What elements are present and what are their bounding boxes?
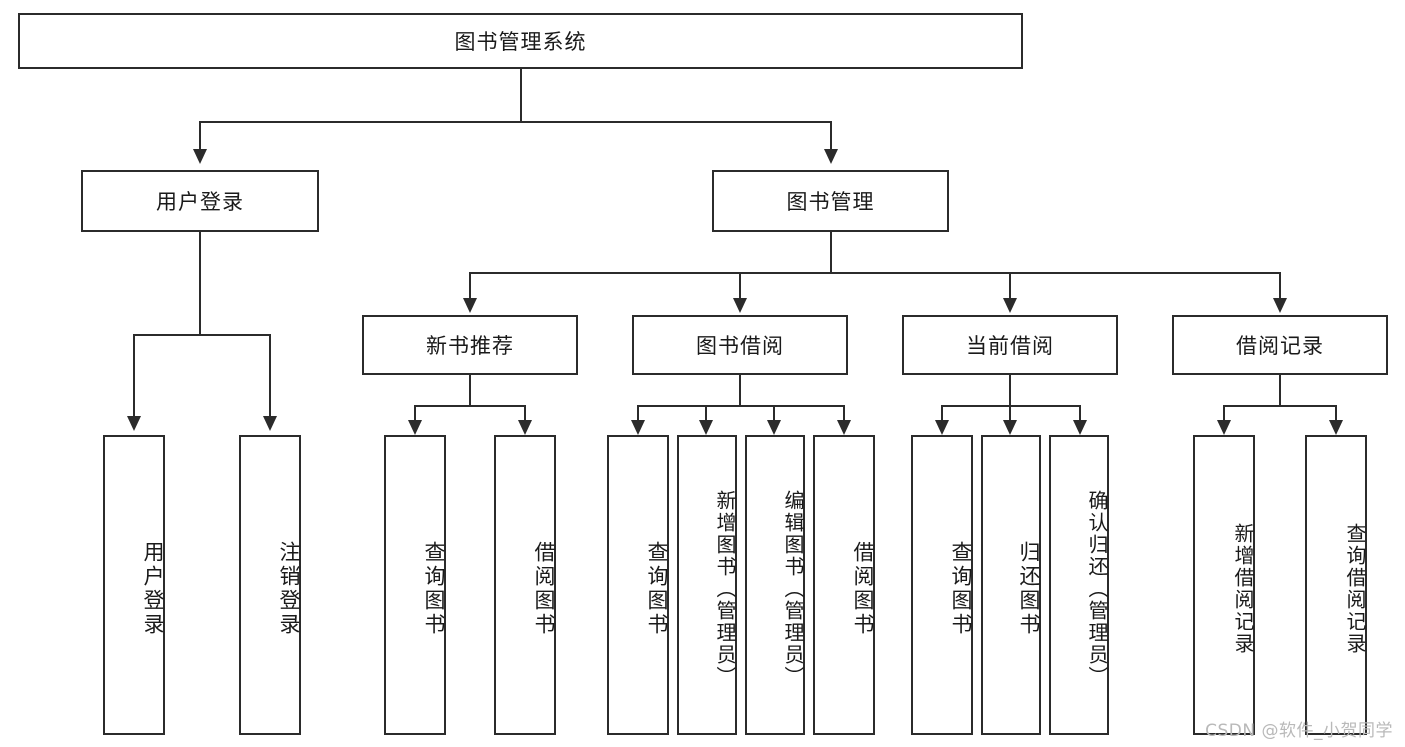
edge-cb-to-leaf-2 xyxy=(1079,405,1081,422)
node-label: 归还图书 xyxy=(1017,541,1041,637)
edge-cb-to-leaf-1 xyxy=(1009,405,1011,422)
node-label: 图书管理系统 xyxy=(454,30,587,54)
arrow-bb-to-leaf-3 xyxy=(837,420,851,435)
edge-nbr-to-leaf-1 xyxy=(524,405,526,422)
node-label: 查询图书 xyxy=(949,541,973,637)
leaf-user-login-0[interactable]: 用户登录 xyxy=(103,435,165,735)
edge-bb-to-leaf-0 xyxy=(637,405,639,422)
leaf-user-login-1[interactable]: 注销登录 xyxy=(239,435,301,735)
leaf-book-borrow-3[interactable]: 借阅图书 xyxy=(813,435,875,735)
edge-cb-bus xyxy=(941,405,1081,407)
node-book-management[interactable]: 图书管理 xyxy=(712,170,949,232)
arrow-nbr-to-leaf-0 xyxy=(408,420,422,435)
node-new-book-recommend[interactable]: 新书推荐 xyxy=(362,315,578,375)
leaf-current-borrow-1[interactable]: 归还图书 xyxy=(981,435,1041,735)
edge-nbr-stem xyxy=(469,375,471,406)
leaf-book-borrow-2[interactable]: 编辑图书（管理员） xyxy=(745,435,805,735)
node-label: 注销登录 xyxy=(277,541,301,637)
node-label: 新增图书（管理员） xyxy=(713,490,737,688)
arrow-br-to-leaf-0 xyxy=(1217,420,1231,435)
node-label: 新书推荐 xyxy=(426,334,514,358)
edge-root-to-book-management xyxy=(830,121,832,149)
node-label: 查询图书 xyxy=(645,541,669,637)
edge-cb-stem xyxy=(1009,375,1011,406)
leaf-book-borrow-0[interactable]: 查询图书 xyxy=(607,435,669,735)
leaf-new-book-recommend-1[interactable]: 借阅图书 xyxy=(494,435,556,735)
edge-nbr-bus xyxy=(414,405,526,407)
edge-br-bus xyxy=(1223,405,1337,407)
node-label: 查询图书 xyxy=(422,541,446,637)
edge-bm-to-book-borrow xyxy=(739,272,741,300)
arrow-cb-to-leaf-1 xyxy=(1003,420,1017,435)
edge-bb-to-leaf-3 xyxy=(843,405,845,422)
arrow-cb-to-leaf-2 xyxy=(1073,420,1087,435)
arrow-bb-to-leaf-1 xyxy=(699,420,713,435)
edge-bm-to-current-borrow xyxy=(1009,272,1011,300)
edge-root-bus xyxy=(199,121,832,123)
edge-bb-stem xyxy=(739,375,741,406)
edge-bb-to-leaf-1 xyxy=(705,405,707,422)
leaf-borrow-record-0[interactable]: 新增借阅记录 xyxy=(1193,435,1255,735)
node-current-borrow[interactable]: 当前借阅 xyxy=(902,315,1118,375)
edge-bm-to-new-book-recommend xyxy=(469,272,471,300)
edge-user-login-to-leaf-0 xyxy=(133,334,135,416)
arrow-br-to-leaf-1 xyxy=(1329,420,1343,435)
edge-user-login-stem xyxy=(199,232,201,335)
edge-bb-to-leaf-2 xyxy=(773,405,775,422)
leaf-book-borrow-1[interactable]: 新增图书（管理员） xyxy=(677,435,737,735)
leaf-new-book-recommend-0[interactable]: 查询图书 xyxy=(384,435,446,735)
node-label: 当前借阅 xyxy=(966,334,1054,358)
node-label: 图书借阅 xyxy=(696,334,784,358)
arrow-bm-to-current-borrow xyxy=(1003,298,1017,313)
node-label: 用户登录 xyxy=(156,190,244,214)
csdn-watermark: CSDN @软件_小贺同学 xyxy=(1205,721,1393,741)
edge-br-to-leaf-1 xyxy=(1335,405,1337,422)
arrow-root-to-user-login xyxy=(193,149,207,164)
arrow-cb-to-leaf-0 xyxy=(935,420,949,435)
edge-user-login-to-leaf-1 xyxy=(269,334,271,416)
arrow-user-login-to-leaf-1 xyxy=(263,416,277,431)
node-label: 确认归还（管理员） xyxy=(1085,490,1109,688)
edge-br-stem xyxy=(1279,375,1281,406)
edge-bb-bus xyxy=(637,405,845,407)
node-label: 图书管理 xyxy=(786,190,875,214)
leaf-current-borrow-2[interactable]: 确认归还（管理员） xyxy=(1049,435,1109,735)
edge-bm-to-borrow-record xyxy=(1279,272,1281,300)
leaf-borrow-record-1[interactable]: 查询借阅记录 xyxy=(1305,435,1367,735)
edge-br-to-leaf-0 xyxy=(1223,405,1225,422)
edge-cb-to-leaf-0 xyxy=(941,405,943,422)
edge-user-login-bus xyxy=(133,334,271,336)
arrow-nbr-to-leaf-1 xyxy=(518,420,532,435)
edge-book-management-bus xyxy=(469,272,1280,274)
node-label: 查询借阅记录 xyxy=(1343,523,1367,655)
arrow-bm-to-new-book-recommend xyxy=(463,298,477,313)
node-label: 用户登录 xyxy=(141,541,165,637)
arrow-user-login-to-leaf-0 xyxy=(127,416,141,431)
arrow-bb-to-leaf-0 xyxy=(631,420,645,435)
node-borrow-record[interactable]: 借阅记录 xyxy=(1172,315,1388,375)
arrow-bb-to-leaf-2 xyxy=(767,420,781,435)
node-label: 编辑图书（管理员） xyxy=(781,490,805,688)
node-label: 借阅图书 xyxy=(532,541,556,637)
arrow-root-to-book-management xyxy=(824,149,838,164)
node-book-borrow[interactable]: 图书借阅 xyxy=(632,315,848,375)
node-root-book-management-system[interactable]: 图书管理系统 xyxy=(18,13,1023,69)
leaf-current-borrow-0[interactable]: 查询图书 xyxy=(911,435,973,735)
node-label: 新增借阅记录 xyxy=(1231,523,1255,655)
arrow-bm-to-borrow-record xyxy=(1273,298,1287,313)
edge-book-management-stem xyxy=(830,232,832,273)
node-user-login[interactable]: 用户登录 xyxy=(81,170,319,232)
edge-root-stem xyxy=(520,69,522,122)
node-label: 借阅记录 xyxy=(1236,334,1324,358)
node-label: 借阅图书 xyxy=(851,541,875,637)
edge-root-to-user-login xyxy=(199,121,201,149)
arrow-bm-to-book-borrow xyxy=(733,298,747,313)
edge-nbr-to-leaf-0 xyxy=(414,405,416,422)
